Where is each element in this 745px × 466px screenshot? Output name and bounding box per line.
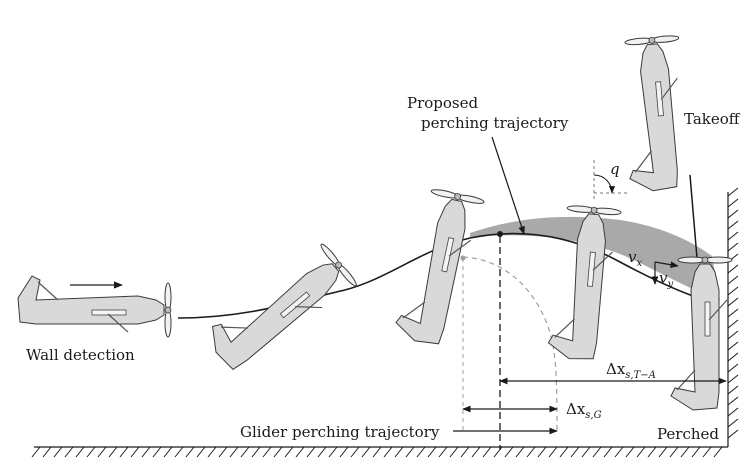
wall xyxy=(727,187,739,447)
proposed-label-pointer xyxy=(491,136,525,235)
label-perched: Perched xyxy=(657,425,719,443)
ground xyxy=(31,446,728,458)
label-dx-g: Δxs,G xyxy=(566,400,602,421)
label-vx: vx xyxy=(628,248,642,269)
vx-arrow xyxy=(654,261,679,269)
label-wall-detection: Wall detection xyxy=(26,346,135,364)
label-glider-trajectory: Glider perching trajectory xyxy=(240,423,440,441)
label-proposed-line1: Proposed xyxy=(407,94,479,112)
pitch-angle-indicator xyxy=(593,160,630,200)
glider-trajectory-curve xyxy=(444,256,558,431)
aircraft-pitching-up xyxy=(201,236,359,383)
aircraft-near-vertical xyxy=(392,185,486,350)
label-dx-ta: Δxs,T−A xyxy=(606,360,656,381)
glider-start-point xyxy=(460,255,466,261)
label-vy: vy xyxy=(659,269,673,290)
takeoff-path xyxy=(689,174,698,259)
label-q: q xyxy=(610,160,620,178)
label-takeoff: Takeoff xyxy=(684,110,741,128)
perching-envelope-band xyxy=(470,216,720,300)
aircraft-takeoff xyxy=(617,34,693,194)
label-proposed-line2: perching trajectory xyxy=(421,114,569,132)
